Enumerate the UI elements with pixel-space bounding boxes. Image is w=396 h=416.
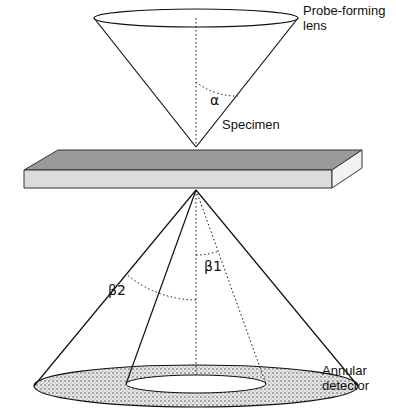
detector-label: Annular detector	[322, 364, 394, 394]
angle-symbol: α	[210, 92, 219, 108]
angle-symbol: β1	[204, 258, 222, 274]
lens-label: Probe-forming lens	[303, 4, 393, 34]
specimen-slab	[24, 150, 362, 188]
probe-cone	[94, 9, 298, 147]
angle-symbol: β2	[108, 282, 126, 298]
specimen-label: Specimen	[222, 118, 280, 133]
detector-cone	[34, 190, 358, 386]
